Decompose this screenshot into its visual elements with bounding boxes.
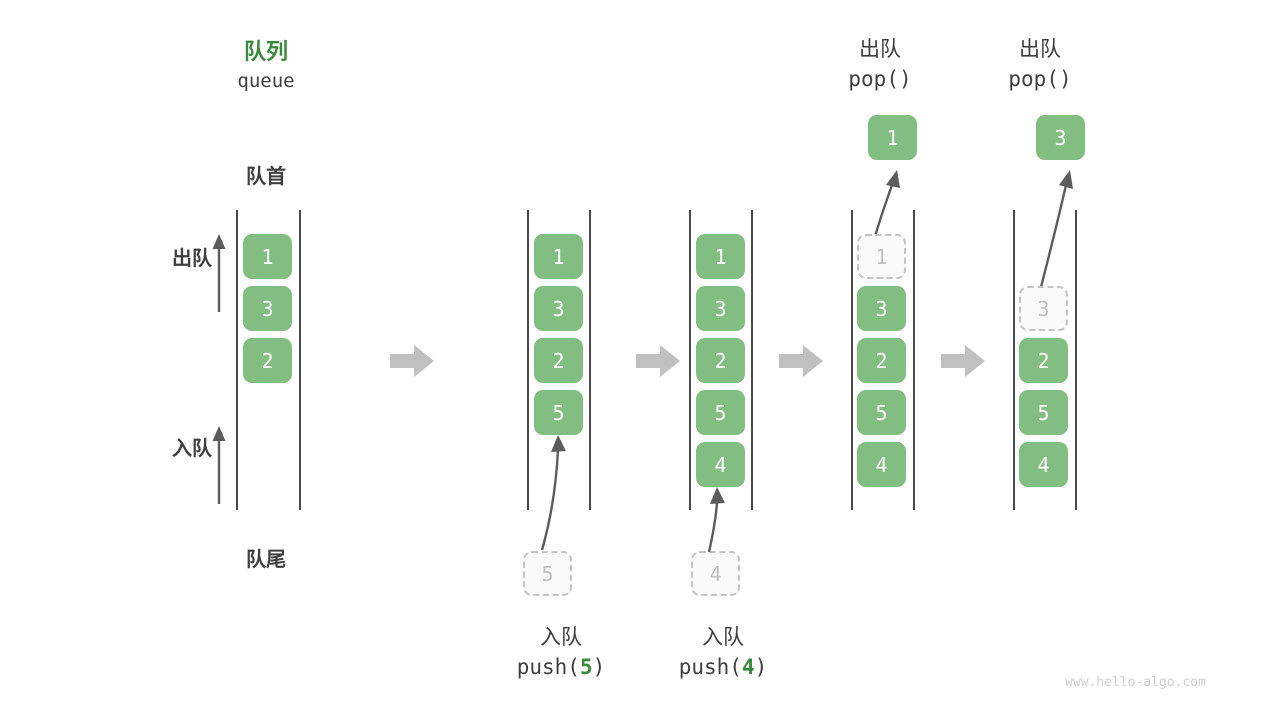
- queue-title-cn: 队列: [243, 39, 288, 64]
- step-arrow-icon: [941, 345, 985, 377]
- queue-cell: 1: [534, 234, 583, 279]
- step-arrow-icon: [779, 345, 823, 377]
- queue-cell: 2: [857, 338, 906, 383]
- queue-cell: 2: [696, 338, 745, 383]
- queue-rail-left: [689, 210, 691, 510]
- push4-op-call: push(4): [628, 655, 818, 679]
- queue-cell: 3: [534, 286, 583, 331]
- queue-cell-new: 5: [534, 390, 583, 435]
- queue-rail-left: [527, 210, 529, 510]
- queue-cell: 5: [696, 390, 745, 435]
- queue-cell: 3: [857, 286, 906, 331]
- pop3-op-label-cn: 出队: [1019, 38, 1061, 61]
- enqueue-label: 入队: [172, 438, 212, 460]
- dequeue-motion-arrow-icon: [1037, 170, 1073, 296]
- push5-call-suffix: ): [592, 655, 606, 679]
- pop1-op-label-cn: 出队: [859, 38, 901, 61]
- dequeue-direction-arrow-icon: [212, 234, 226, 312]
- enqueue-direction-arrow-icon: [212, 426, 226, 504]
- pop3-op-call: pop(): [1008, 67, 1072, 91]
- queue-cell-removed: 1: [857, 234, 906, 279]
- step-arrow-icon: [390, 345, 434, 377]
- step-arrow-icon: [636, 345, 680, 377]
- push4-call-arg: 4: [741, 655, 755, 679]
- rear-label: 队尾: [246, 549, 286, 571]
- queue-cell: 1: [696, 234, 745, 279]
- queue-rail-right: [589, 210, 591, 510]
- push5-op-label-cn: 入队: [540, 626, 582, 649]
- pop1-op-call: pop(): [848, 67, 912, 91]
- push4-op-label-cn: 入队: [702, 626, 744, 649]
- queue-cell: 4: [1019, 442, 1068, 487]
- queue-rail-right: [1075, 210, 1077, 510]
- push5-call-prefix: push(: [516, 655, 580, 679]
- queue-rail-left: [236, 210, 238, 510]
- incoming-ghost-cell: 4: [691, 551, 740, 596]
- queue-cell: 4: [857, 442, 906, 487]
- queue-cell-new: 4: [696, 442, 745, 487]
- incoming-ghost-cell: 5: [523, 551, 572, 596]
- queue-rail-right: [299, 210, 301, 510]
- queue-rail-left: [851, 210, 853, 510]
- queue-cell-removed: 3: [1019, 286, 1068, 331]
- queue-cell: 5: [857, 390, 906, 435]
- queue-rail-right: [751, 210, 753, 510]
- push5-call-arg: 5: [579, 655, 593, 679]
- queue-cell: 3: [696, 286, 745, 331]
- dequeue-label: 出队: [172, 248, 212, 270]
- queue-title-en: queue: [237, 70, 295, 92]
- watermark: www.hello-algo.com: [1065, 675, 1206, 690]
- queue-cell: 2: [243, 338, 292, 383]
- enqueue-motion-arrow-icon: [540, 435, 566, 551]
- front-label: 队首: [246, 166, 286, 188]
- queue-cell: 2: [1019, 338, 1068, 383]
- queue-rail-left: [1013, 210, 1015, 510]
- enqueue-motion-arrow-icon: [707, 487, 725, 553]
- push4-call-prefix: push(: [678, 655, 742, 679]
- push4-call-suffix: ): [754, 655, 768, 679]
- queue-rail-right: [913, 210, 915, 510]
- push5-op-call: push(5): [466, 655, 656, 679]
- queue-cell: 3: [243, 286, 292, 331]
- queue-cell: 2: [534, 338, 583, 383]
- queue-cell: 1: [243, 234, 292, 279]
- popped-cell: 3: [1036, 115, 1085, 160]
- popped-cell: 1: [868, 115, 917, 160]
- queue-cell: 5: [1019, 390, 1068, 435]
